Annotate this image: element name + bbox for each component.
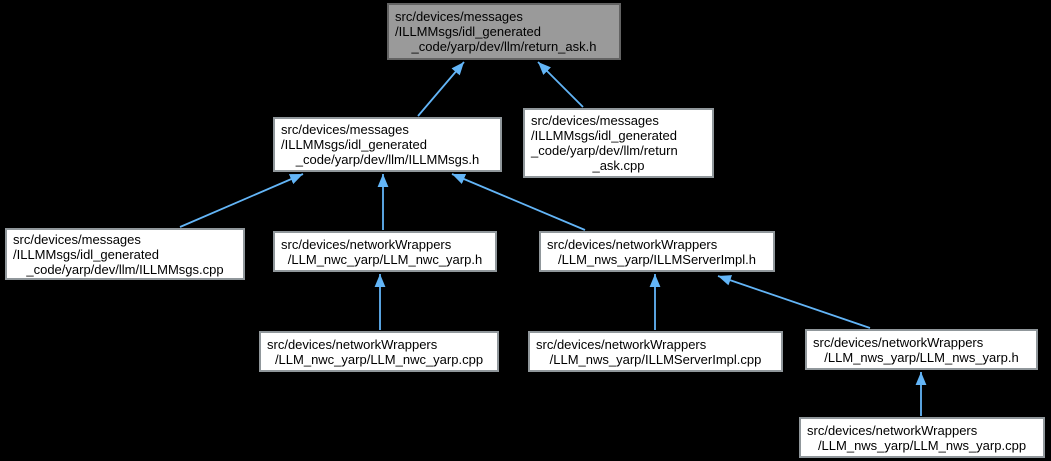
node-llm-nwc-yarp-h[interactable]: src/devices/networkWrappers/LLM_nwc_yarp… [273,231,497,272]
edge-llm_nws_yarp_h-to-illmserverimpl_h [717,275,871,329]
node-return-ask-h: src/devices/messages/ILLMMsgs/idl_genera… [387,3,621,60]
node-illmmsgs-h[interactable]: src/devices/messages/ILLMMsgs/idl_genera… [273,117,502,172]
edge-illmmsgs_cpp-to-illmmsgs_h [179,173,304,228]
node-llm-nws-yarp-cpp[interactable]: src/devices/networkWrappers/LLM_nws_yarp… [799,417,1045,458]
edge-illmserverimpl_h-to-illmmsgs_h [451,173,586,231]
node-illmserverimpl-h[interactable]: src/devices/networkWrappers/LLM_nws_yarp… [539,231,775,272]
edge-illmmsgs_h-to-return_ask_h [417,61,465,117]
node-illmserverimpl-cpp[interactable]: src/devices/networkWrappers/LLM_nws_yarp… [528,331,783,372]
node-llm-nwc-yarp-cpp[interactable]: src/devices/networkWrappers/LLM_nwc_yarp… [259,331,499,372]
node-return-ask-cpp[interactable]: src/devices/messages/ILLMMsgs/idl_genera… [523,108,714,178]
node-llm-nws-yarp-h[interactable]: src/devices/networkWrappers/LLM_nws_yarp… [805,329,1038,370]
node-illmmsgs-cpp[interactable]: src/devices/messages/ILLMMsgs/idl_genera… [5,228,245,280]
edge-return_ask_cpp-to-return_ask_h [537,61,584,108]
